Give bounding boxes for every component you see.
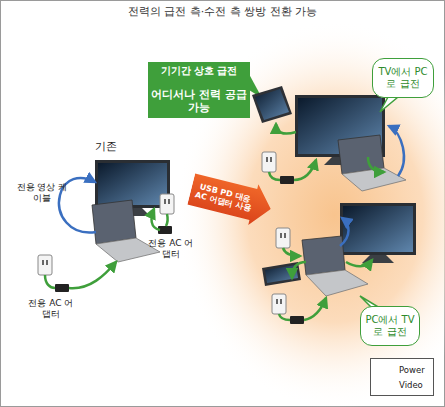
wall-outlet xyxy=(160,194,174,214)
outlet-slot xyxy=(42,260,44,265)
outlet-slot xyxy=(266,157,268,162)
video-cable xyxy=(340,218,349,246)
arrow-shape xyxy=(186,169,276,230)
outlet-slot xyxy=(46,260,48,265)
power-cable xyxy=(368,157,384,172)
ac-adapter xyxy=(158,226,172,234)
adapter-label: 전용 AC 어댑터 xyxy=(146,238,196,260)
power-cable xyxy=(294,160,316,180)
laptop-screen xyxy=(92,200,136,244)
node-text: 기기간 상호 급전 xyxy=(150,65,248,77)
scene-label: 기존 xyxy=(86,141,126,152)
power-cable xyxy=(152,209,160,230)
tv-screen xyxy=(343,206,413,252)
speech-bubble: PC에서 TV로 급전 xyxy=(360,306,420,346)
outlet-slot xyxy=(284,233,286,238)
outlet-slot xyxy=(168,199,170,204)
outlet-slot xyxy=(280,233,282,238)
outlet-slot xyxy=(280,299,282,304)
laptop-base xyxy=(306,270,368,296)
usbpd-adapter xyxy=(290,316,304,324)
wall-outlet xyxy=(272,294,286,314)
legend-entry: Video xyxy=(371,378,433,393)
power-cable xyxy=(346,260,372,266)
power-cable xyxy=(292,262,306,278)
callout-box: 기기간 상호 급전어디서나 전력 공급 가능 xyxy=(148,62,250,118)
tablet-screen xyxy=(255,89,289,120)
outlet-slot xyxy=(276,299,278,304)
wall-outlet xyxy=(276,228,290,248)
tv-bezel xyxy=(95,160,170,208)
tv-screen xyxy=(98,163,167,205)
node-text: 어디서나 전력 공급 가능 xyxy=(150,88,248,114)
diagram-title: 전력의 급전 측·수전 측 쌍방 전환 가능 xyxy=(0,4,445,19)
laptop-screen xyxy=(302,236,345,275)
outlet-slot xyxy=(270,157,272,162)
cable-label: 전용 영상 케이블 xyxy=(16,182,68,204)
power-cable xyxy=(279,314,290,320)
speech-bubble: TV에서 PC로 급전 xyxy=(372,58,434,98)
legend-text: Video xyxy=(399,380,423,390)
node-text: TV에서 PC로 급전 xyxy=(375,66,431,90)
tablet xyxy=(252,86,292,123)
outlet-slot xyxy=(164,199,166,204)
legend-entry: Power xyxy=(371,363,433,378)
ac-adapter xyxy=(55,284,69,292)
transition-arrow: USB PD 대응 AC 어댑터 사용 xyxy=(186,169,276,230)
wall-outlet xyxy=(262,152,276,172)
legend-box: PowerVideo xyxy=(370,358,434,396)
wall-outlet xyxy=(38,255,52,275)
bubble-tail xyxy=(380,97,398,112)
laptop-base xyxy=(342,168,406,191)
power-cable xyxy=(269,172,280,180)
video-cable xyxy=(389,126,404,176)
power-cable xyxy=(283,248,300,256)
power-cable xyxy=(45,275,55,288)
power-cable xyxy=(276,124,296,134)
tv-bezel xyxy=(340,203,416,255)
tv-stand xyxy=(362,255,394,263)
node-text: PC에서 TV로 급전 xyxy=(363,314,417,338)
laptop-screen xyxy=(338,135,384,174)
power-cable xyxy=(69,262,116,288)
legend-text: Power xyxy=(399,365,425,375)
power-cable xyxy=(166,214,168,226)
power-cable xyxy=(304,298,326,320)
adapter-label: 전용 AC 어댑터 xyxy=(26,298,76,320)
usbpd-adapter xyxy=(280,176,294,184)
